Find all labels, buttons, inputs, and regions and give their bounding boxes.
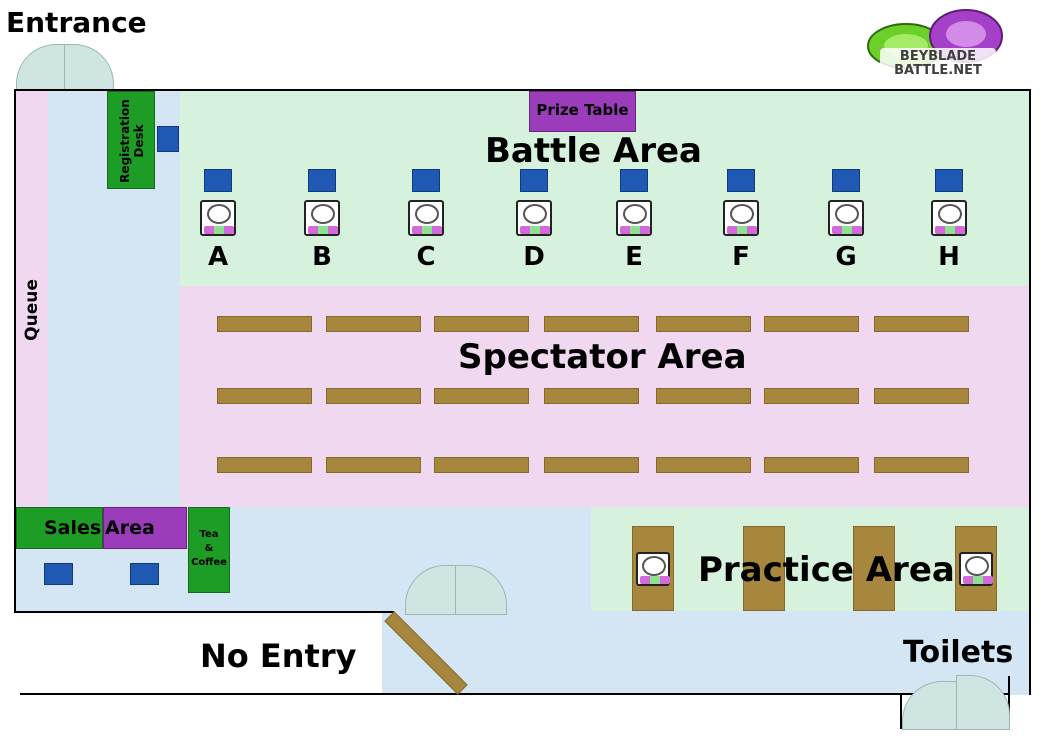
- spectator-bench: [874, 316, 969, 332]
- practice-area-label: Practice Area: [698, 550, 955, 590]
- operator-seat-c: [412, 169, 440, 192]
- stadium-f: [723, 200, 759, 236]
- spectator-bench: [544, 316, 639, 332]
- spectator-bench: [764, 316, 859, 332]
- stadium-c: [408, 200, 444, 236]
- operator-seat-h: [935, 169, 963, 192]
- sales-counter-green: [16, 507, 103, 549]
- entrance-label: Entrance: [6, 6, 147, 39]
- sales-seat-1: [44, 563, 73, 585]
- spectator-bench: [434, 316, 529, 332]
- stadium-b: [304, 200, 340, 236]
- wall-toilet-right: [1008, 676, 1010, 729]
- tea-coffee-counter: [188, 507, 230, 593]
- spectator-area-label: Spectator Area: [458, 337, 747, 377]
- wall-right: [1029, 89, 1031, 613]
- stadium-label: E: [625, 242, 643, 272]
- practice-stadium-1: [636, 552, 670, 586]
- practice-stadium-2: [959, 552, 993, 586]
- stadium-g: [828, 200, 864, 236]
- practice-table-3: [853, 526, 895, 611]
- spectator-bench: [544, 457, 639, 473]
- spectator-bench: [217, 316, 312, 332]
- operator-seat-f: [727, 169, 755, 192]
- wall-left: [14, 89, 16, 613]
- stadium-label: H: [938, 242, 960, 272]
- spectator-bench: [326, 388, 421, 404]
- battle-area-label: Battle Area: [485, 131, 702, 171]
- stadium-label: G: [835, 242, 857, 272]
- prize-table-label: Prize Table: [536, 101, 629, 119]
- wall-corridor-right: [1029, 611, 1031, 695]
- sales-counter-purple: [103, 507, 187, 549]
- stadium-label: C: [416, 242, 436, 272]
- stadium-a: [200, 200, 236, 236]
- wall-toilet-left: [900, 693, 902, 729]
- spectator-bench: [434, 388, 529, 404]
- stadium-label: A: [207, 242, 229, 272]
- stadium-h: [931, 200, 967, 236]
- sales-seat-2: [130, 563, 159, 585]
- no-entry-label: No Entry: [200, 637, 357, 675]
- stadium-label: B: [312, 242, 332, 272]
- spectator-bench: [874, 457, 969, 473]
- operator-seat-a: [204, 169, 232, 192]
- spectator-bench: [434, 457, 529, 473]
- spectator-bench: [544, 388, 639, 404]
- stadium-d: [516, 200, 552, 236]
- entrance-door-left: [16, 44, 66, 92]
- spectator-bench: [326, 457, 421, 473]
- stadium-e: [616, 200, 652, 236]
- back-corridor: [382, 611, 1029, 695]
- wall-top: [14, 89, 1031, 91]
- tea-coffee-label: Tea & Coffee: [191, 529, 227, 568]
- registration-desk: [107, 91, 155, 189]
- queue-zone: [16, 91, 48, 507]
- sales-label: Sales: [44, 517, 102, 539]
- sales-area-label: Area: [105, 517, 155, 539]
- entrance-door-right: [64, 44, 114, 92]
- practice-table-2: [743, 526, 785, 611]
- spectator-bench: [656, 316, 751, 332]
- operator-seat-d: [520, 169, 548, 192]
- wall-corridor-bottom: [20, 693, 1010, 695]
- spectator-bench: [656, 457, 751, 473]
- wall-bottom-main: [14, 611, 394, 613]
- queue-label: Queue: [22, 279, 42, 341]
- stadium-label: D: [523, 242, 545, 272]
- registration-seat: [157, 126, 179, 152]
- operator-seat-g: [832, 169, 860, 192]
- operator-seat-e: [620, 169, 648, 192]
- registration-desk-label: Registration Desk: [118, 99, 146, 183]
- prize-table: [529, 91, 636, 132]
- spectator-bench: [764, 457, 859, 473]
- spectator-bench: [217, 457, 312, 473]
- stadium-label: F: [732, 242, 750, 272]
- logo-line2: BATTLE.NET: [894, 63, 982, 78]
- spectator-bench: [764, 388, 859, 404]
- spectator-bench: [874, 388, 969, 404]
- beyblade-battle-logo: BEYBLADE BATTLE.NET: [866, 6, 1006, 80]
- spectator-bench: [217, 388, 312, 404]
- spectator-bench: [326, 316, 421, 332]
- spectator-bench: [656, 388, 751, 404]
- logo-line1: BEYBLADE: [900, 49, 976, 64]
- toilets-label: Toilets: [903, 635, 1014, 670]
- operator-seat-b: [308, 169, 336, 192]
